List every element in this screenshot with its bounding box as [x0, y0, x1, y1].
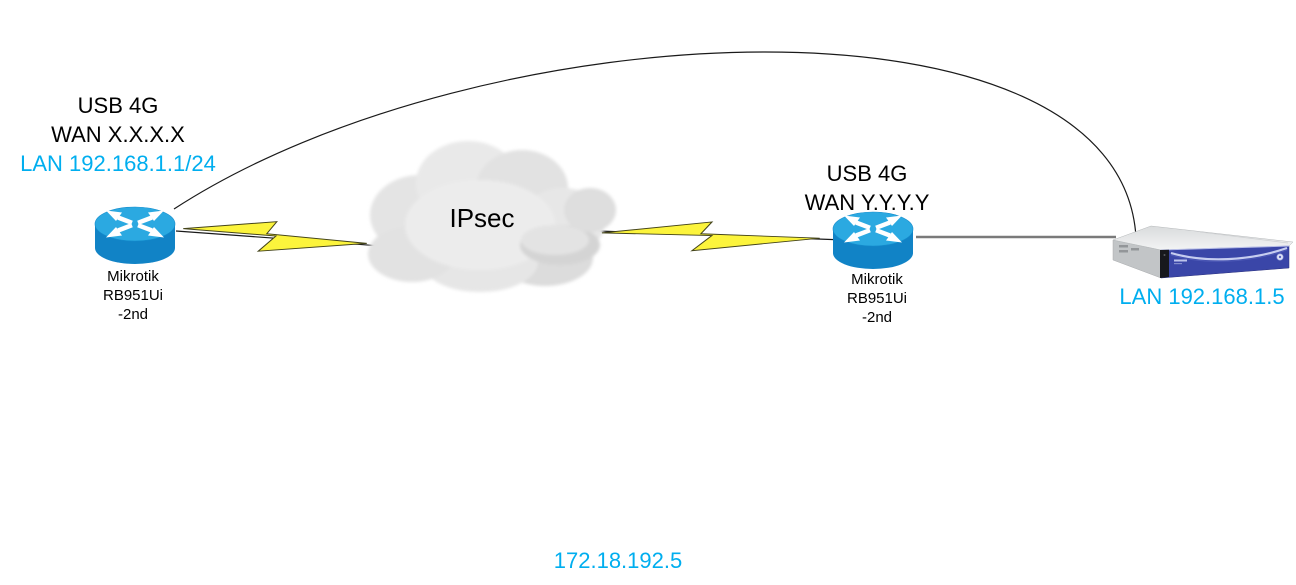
site-a-wan-label: WAN X.X.X.X [51, 122, 185, 147]
site-b-labels: USB 4G WAN Y.Y.Y.Y [757, 159, 977, 217]
server-top-seam [1199, 231, 1289, 244]
router-a-icon [95, 207, 175, 264]
cloud-label: IPsec [449, 203, 515, 233]
site-a-device-line2: RB951Ui [102, 287, 164, 304]
server-bezel-swoosh [1170, 246, 1288, 261]
router-b-icon [833, 212, 913, 269]
site-b-wan-label: WAN Y.Y.Y.Y [804, 190, 930, 215]
site-a-device-line1: Mikrotik [107, 268, 159, 285]
server-logo-dot [1278, 255, 1282, 259]
server-vents [1119, 245, 1139, 253]
site-b-device-line1: Mikrotik [851, 271, 903, 288]
site-a-labels: USB 4G WAN X.X.X.X LAN 192.168.1.1/24 [8, 91, 228, 178]
server-lan-label: LAN 192.168.1.5 [1119, 284, 1285, 309]
site-b-device-labels: Mikrotik RB951Ui -2nd [807, 270, 947, 327]
server-front-face [1160, 245, 1290, 279]
site-a-device-line3: -2nd [117, 306, 149, 323]
footer-ip-label: 172.18.192.5 [553, 548, 683, 573]
server-brand-text [1174, 259, 1187, 262]
server-top-face [1112, 225, 1294, 251]
lightning-bolt-left-icon [183, 221, 367, 252]
server-front-top-edge [1160, 245, 1290, 251]
server-icon [1112, 225, 1294, 279]
tunnel-curve-line [173, 51, 1137, 238]
site-a-usb-label: USB 4G [77, 93, 159, 118]
server-rack-handle [1160, 249, 1169, 278]
site-b-usb-label: USB 4G [826, 161, 908, 186]
server-brand-subtext [1174, 263, 1182, 265]
server-bezel-swoosh-shadow [1170, 249, 1288, 262]
site-a-lan-label: LAN 192.168.1.1/24 [20, 151, 216, 176]
site-b-device-line3: -2nd [861, 309, 893, 326]
site-a-device-labels: Mikrotik RB951Ui -2nd [63, 267, 203, 324]
ipsec-cloud-icon [368, 141, 616, 292]
lightning-bolt-right-icon [601, 221, 820, 252]
server-handle-screw [1163, 254, 1166, 256]
site-b-device-line2: RB951Ui [846, 290, 908, 307]
